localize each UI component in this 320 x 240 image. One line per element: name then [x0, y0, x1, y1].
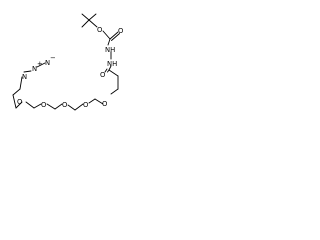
bond-tbu-methyl-1 [81, 13, 90, 21]
bond-peg-8 [25, 101, 35, 109]
peg-chain [12, 76, 104, 111]
bond-peg-6 [46, 103, 56, 110]
azide-group [23, 62, 46, 73]
atom-hydrazide-nh-2: NH [107, 60, 117, 68]
carbamate-group [102, 30, 120, 46]
bond-peg-10 [12, 94, 17, 109]
bond-peg-12 [19, 76, 23, 90]
bond-tbu-methyl-2 [88, 13, 97, 21]
bond-tbu-methyl-3 [81, 19, 90, 28]
atom-ether-o-3: O [62, 101, 67, 109]
atom-ether-o-2: O [83, 101, 88, 109]
atom-carbamate-ester-o: O [97, 26, 102, 34]
propanoyl-linker [110, 75, 119, 95]
bond-ester-o-to-carbonyl [102, 30, 111, 40]
bond-azide-n1-n2 [23, 70, 32, 73]
bond-carbamate-c-o-double-a [109, 31, 119, 40]
bond-tbu-to-ester-o [88, 19, 98, 28]
atom-amide-carbonyl-o: O [100, 71, 105, 79]
atom-ether-o-4: O [41, 101, 46, 109]
bond-peg-5 [54, 103, 63, 110]
atom-azide-n1: N [22, 73, 27, 81]
bond-amide-c-o-double-a [107, 69, 110, 73]
bond-peg-2 [88, 98, 96, 104]
bond-nh-to-amide-c [108, 65, 112, 71]
bond-peg-4 [67, 104, 76, 111]
bond-amide-c-o-double-b [104, 68, 108, 73]
bond-azide-n2-n3 [36, 62, 46, 68]
bond-peg-7 [33, 103, 42, 109]
atom-azide-n2: N [32, 65, 37, 73]
atom-ether-o-5: O [17, 98, 22, 106]
atom-azide-n3-minus-charge: − [50, 54, 56, 62]
tert-butyl-group [81, 13, 98, 28]
bond-carbamate-c-o-double-b [111, 33, 120, 41]
bond-peg-1 [94, 98, 104, 105]
atom-hydrazide-nh-1: NH [105, 46, 115, 54]
bond-peg-11 [12, 88, 21, 96]
bond-amide-c-to-ch2 [108, 69, 119, 77]
hydrazide-group [104, 51, 119, 77]
bond-ch2-to-ether-o [110, 88, 119, 95]
bond-carbamate-c-to-nh [107, 38, 111, 46]
atom-azide-n2-plus-charge: + [37, 60, 43, 68]
atom-ether-o-1: O [102, 100, 107, 108]
atom-azide-n3: N [45, 59, 50, 67]
bond-peg-3 [74, 103, 84, 111]
chemical-structure: N N + N − O O NH NH O O O O O O [12, 13, 123, 111]
bond-peg-9 [15, 101, 23, 109]
atom-carbamate-carbonyl-o: O [118, 27, 123, 35]
